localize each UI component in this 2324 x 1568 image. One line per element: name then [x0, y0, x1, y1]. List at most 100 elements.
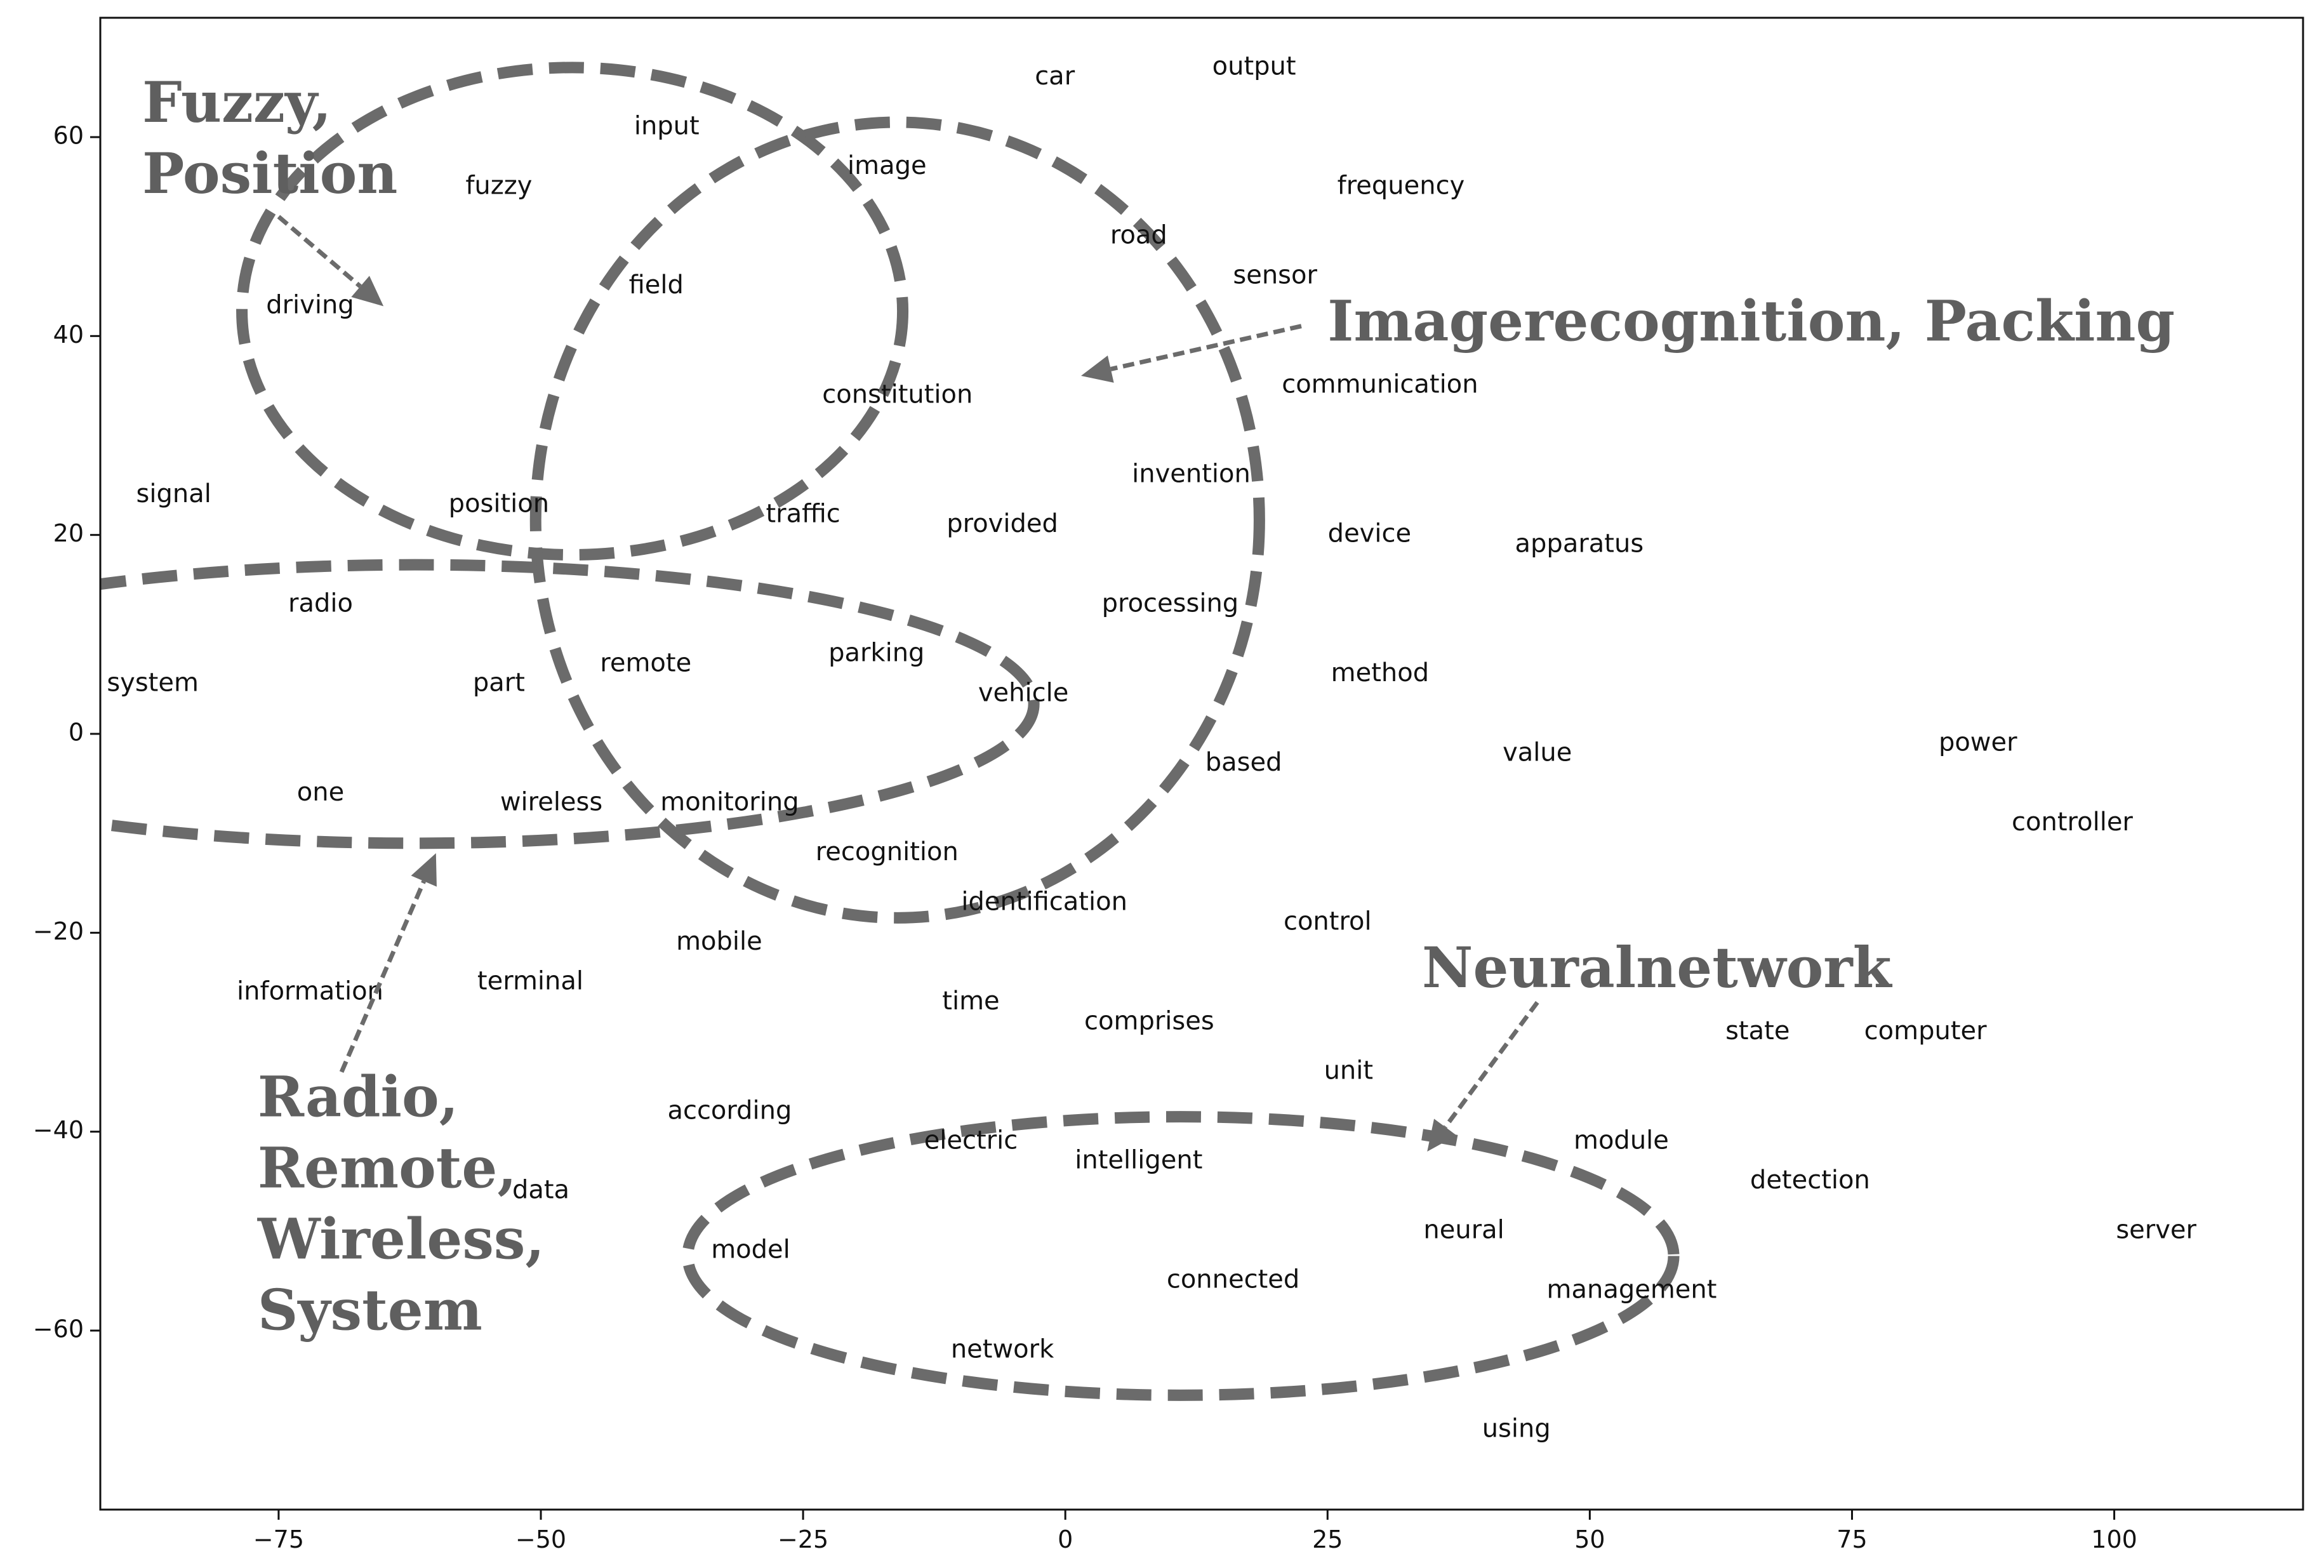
- word-label: connected: [1167, 1265, 1299, 1294]
- word-label: communication: [1282, 370, 1478, 399]
- word-label: position: [449, 489, 549, 519]
- cluster-ellipse-4: [682, 1111, 1680, 1401]
- word-label: recognition: [816, 837, 959, 867]
- word-label: intelligent: [1075, 1146, 1202, 1175]
- word-label: traffic: [766, 499, 840, 528]
- annotation-arrow-head-1: [351, 276, 384, 307]
- word-label: module: [1574, 1126, 1669, 1155]
- x-tick-label: 100: [2091, 1525, 2137, 1553]
- x-tick-label: 0: [1058, 1525, 1073, 1553]
- word-label: unit: [1324, 1056, 1374, 1086]
- annotation-arrow-line-4: [1443, 1000, 1539, 1129]
- word-label: identification: [961, 887, 1127, 916]
- y-tick-label: 40: [53, 321, 84, 349]
- word-label: image: [847, 151, 927, 180]
- y-tick-label: 20: [53, 519, 84, 547]
- word-label: time: [942, 987, 999, 1016]
- cluster-ellipse-1: [236, 62, 909, 561]
- word-label: according: [667, 1096, 792, 1125]
- word-label: electric: [924, 1126, 1018, 1155]
- word-label: based: [1205, 748, 1282, 777]
- word-label: road: [1110, 221, 1167, 250]
- cluster-annotation-text: Radio,: [258, 1064, 458, 1130]
- word-label: controller: [2012, 807, 2133, 837]
- word-label: computer: [1864, 1016, 1987, 1046]
- word-label: detection: [1750, 1166, 1870, 1195]
- word-label: input: [634, 111, 700, 140]
- x-tick-label: −50: [515, 1525, 566, 1553]
- word-label: power: [1939, 728, 2017, 757]
- word-label: using: [1482, 1414, 1551, 1444]
- axis-ticks: −75 −50 −25 0 25 50 75 100 −60 −40 −20 0 20 40 60: [33, 122, 2137, 1554]
- x-tick-label: 50: [1574, 1525, 1605, 1553]
- y-tick-label: −60: [33, 1315, 84, 1343]
- word-label: management: [1546, 1275, 1716, 1304]
- word-label: frequency: [1338, 171, 1465, 200]
- word-label: output: [1212, 51, 1296, 81]
- y-tick-label: −40: [33, 1116, 84, 1144]
- word-label: wireless: [500, 788, 602, 817]
- x-tick-label: −75: [253, 1525, 304, 1553]
- word-label: comprises: [1084, 1006, 1214, 1035]
- word-label: car: [1035, 62, 1075, 91]
- word-label: terminal: [477, 967, 583, 996]
- annotation-arrow-line-3: [339, 880, 426, 1073]
- word-label: driving: [266, 290, 354, 319]
- cluster-annotation-text: Neuralnetwork: [1422, 934, 1893, 1000]
- word-label: device: [1328, 519, 1411, 548]
- word-label: processing: [1102, 588, 1239, 618]
- word-label: model: [711, 1235, 790, 1265]
- word-label: remote: [600, 648, 691, 677]
- plot-frame: [99, 17, 2304, 1511]
- cluster-annotation-text: Remote,: [258, 1135, 517, 1201]
- annotation-arrow-line-1: [277, 215, 362, 288]
- annotation-arrow-head-2: [1080, 355, 1114, 383]
- word-label: network: [951, 1334, 1054, 1364]
- cluster-annotation-text: Fuzzy,: [142, 69, 331, 135]
- word-label: sensor: [1233, 260, 1317, 289]
- y-tick-label: 0: [69, 719, 84, 747]
- word-label: state: [1725, 1016, 1789, 1046]
- cluster-ellipses: [100, 62, 1680, 1401]
- word-label: fuzzy: [465, 171, 532, 200]
- word-label: field: [629, 270, 684, 300]
- word-label: parking: [828, 639, 924, 668]
- word-label: system: [107, 668, 199, 698]
- cluster-annotation-text: Imagerecognition, Packing: [1327, 288, 2175, 354]
- word-label: constitution: [822, 380, 973, 409]
- word-label: signal: [136, 479, 211, 508]
- word-label: vehicle: [978, 678, 1068, 707]
- x-tick-label: −25: [778, 1525, 828, 1553]
- cluster-annotation-text: Position: [142, 140, 397, 206]
- annotation-arrow-head-3: [411, 853, 437, 887]
- annotation-arrow-line-2: [1110, 324, 1302, 371]
- cluster-ellipse-3: [100, 559, 1040, 849]
- word-label: method: [1331, 658, 1429, 688]
- y-tick-label: 60: [53, 122, 84, 150]
- word-label: mobile: [676, 927, 762, 956]
- word-label: monitoring: [660, 788, 799, 817]
- word-label: data: [512, 1176, 569, 1205]
- word-label: invention: [1132, 460, 1251, 489]
- x-tick-label: 75: [1836, 1525, 1867, 1553]
- word-label: neural: [1423, 1215, 1504, 1244]
- annotation-arrow-head-4: [1427, 1119, 1457, 1152]
- word-label: control: [1284, 907, 1372, 936]
- annotation-arrows: [277, 215, 1539, 1152]
- word-label: one: [297, 778, 344, 807]
- word-points: car output input image fuzzy frequency road sen…: [107, 51, 2196, 1443]
- cluster-ellipse-2: [529, 116, 1265, 924]
- cluster-annotation-text: Wireless,: [257, 1206, 545, 1272]
- word-label: provided: [946, 509, 1058, 538]
- x-tick-label: 25: [1312, 1525, 1343, 1553]
- cluster-annotation-text: System: [258, 1277, 482, 1343]
- word-label: radio: [288, 588, 353, 618]
- word-label: part: [473, 668, 525, 698]
- word-label: information: [237, 976, 383, 1006]
- word-label: server: [2116, 1215, 2196, 1244]
- y-tick-label: −20: [33, 917, 84, 945]
- word-label: apparatus: [1515, 529, 1644, 558]
- word-label: value: [1503, 738, 1572, 767]
